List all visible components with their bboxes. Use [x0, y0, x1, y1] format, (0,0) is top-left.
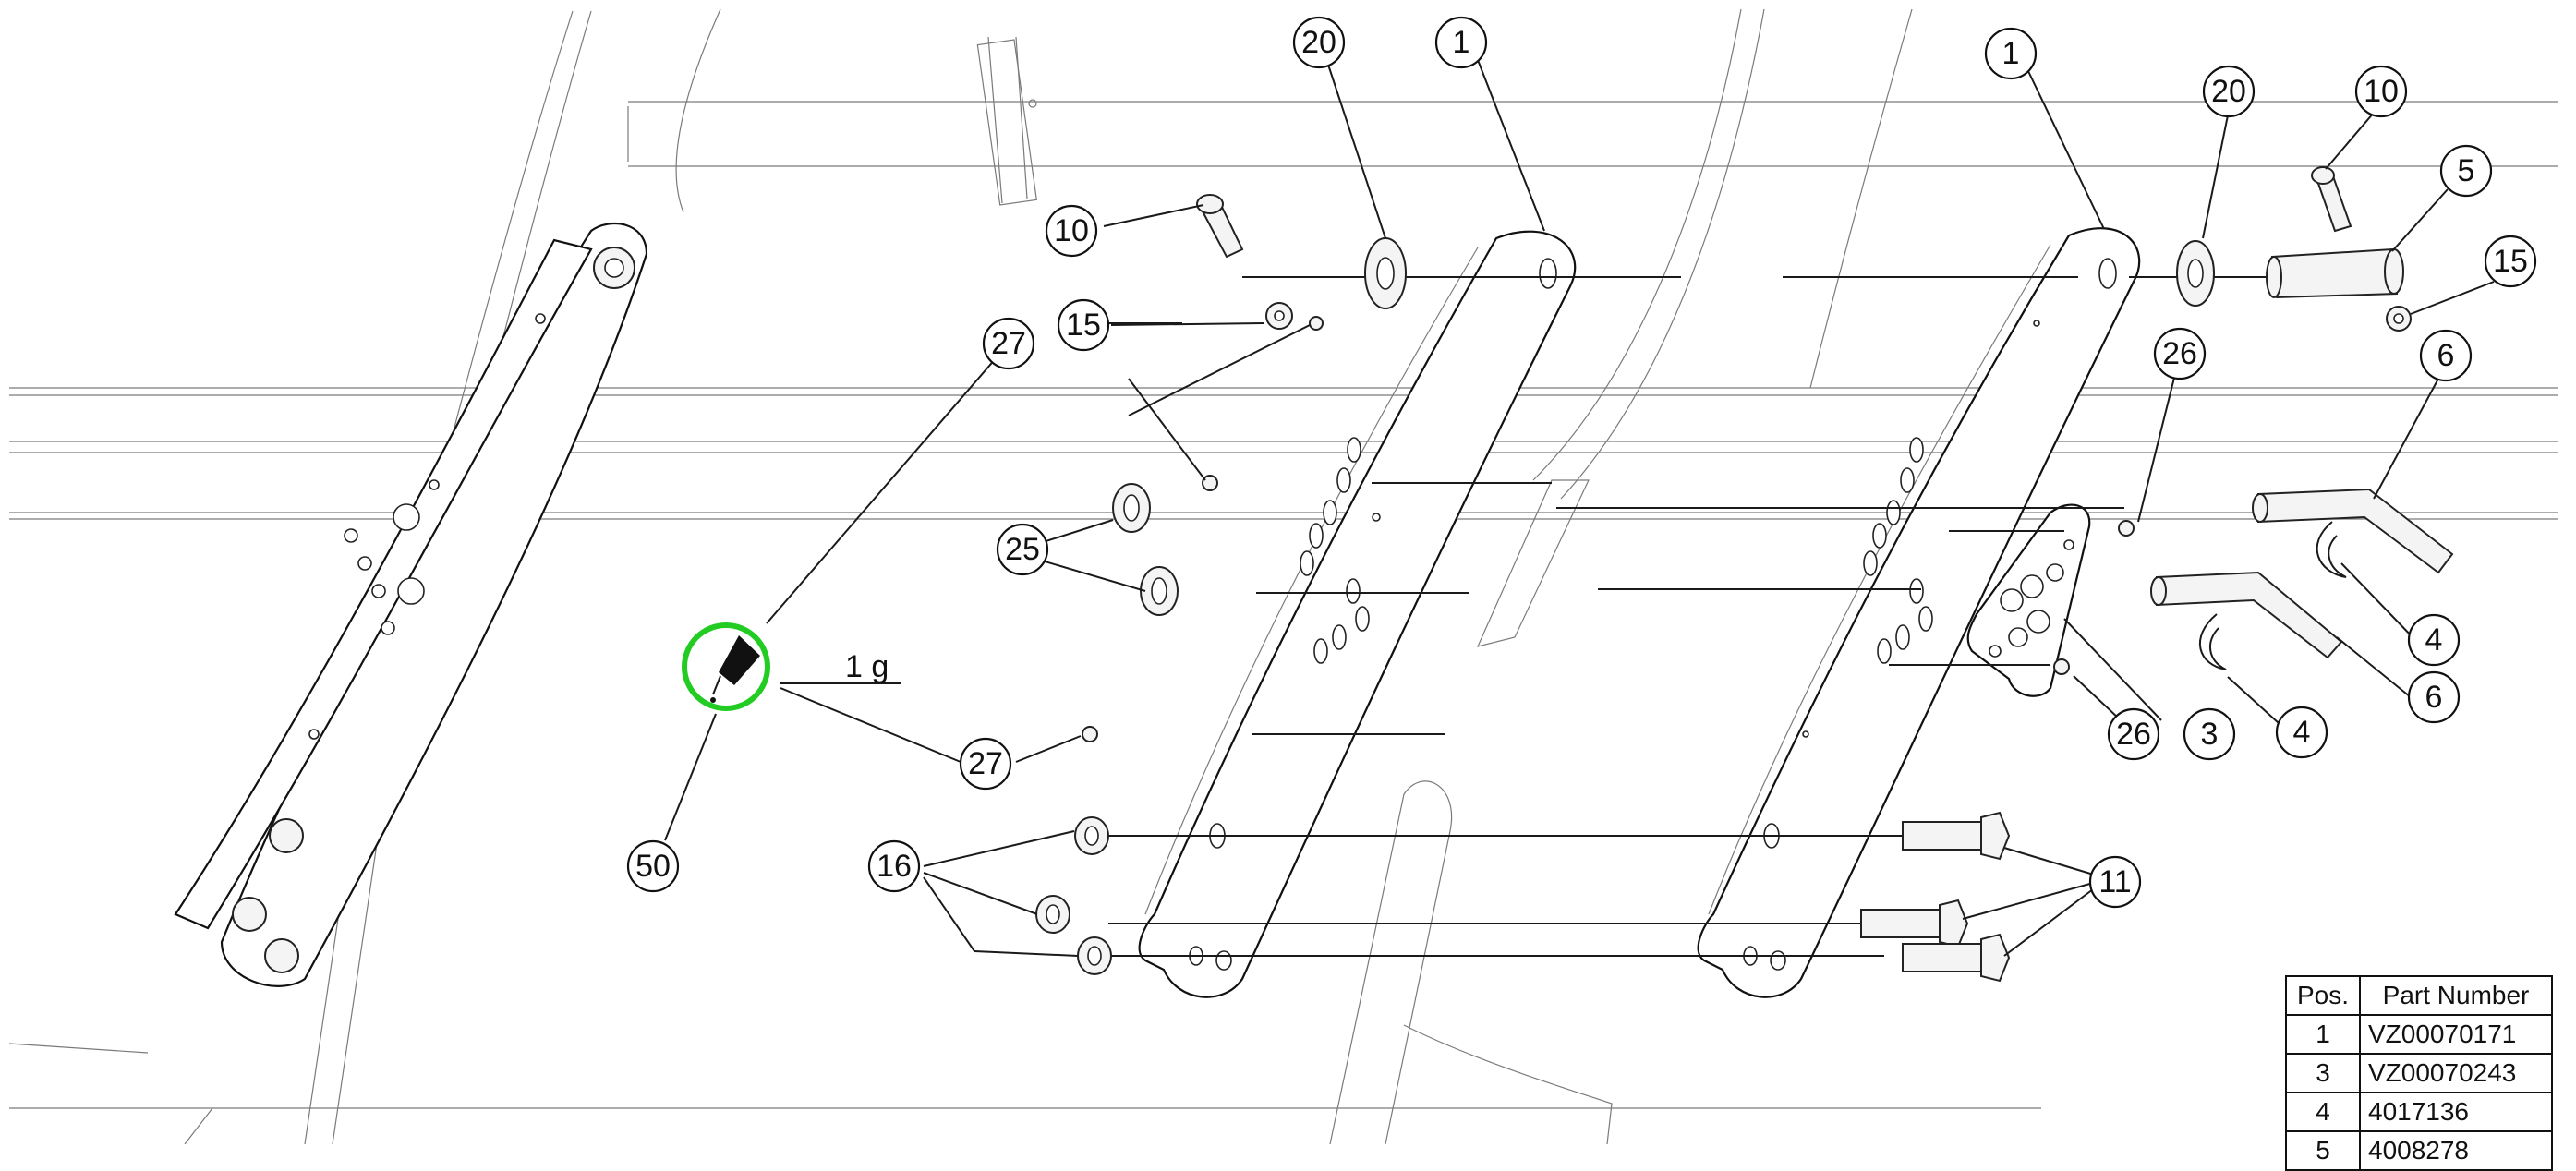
callout-4-bottom: 4 [2275, 706, 2328, 759]
row-pos: 5 [2285, 1130, 2361, 1171]
callout-5: 5 [2439, 144, 2493, 198]
callout-15-right: 15 [2484, 235, 2537, 288]
plate-part-1-right [1697, 227, 2141, 998]
callout-balloons: 20 1 1 20 10 5 15 10 15 27 26 6 25 4 6 2… [626, 16, 2537, 909]
parts-list-table: Pos. Part Number 1 VZ00070171 3 VZ000702… [2285, 975, 2553, 1171]
row-part-number: VZ00070171 [2359, 1014, 2553, 1055]
callout-15-middle: 15 [1057, 298, 1110, 352]
table-row: 1 VZ00070171 [2285, 1014, 2553, 1055]
svg-text:15: 15 [2493, 244, 2528, 279]
callout-16: 16 [867, 839, 921, 893]
callout-1-right: 1 [1984, 27, 2038, 80]
adhesive-tube-icon [719, 635, 760, 685]
row-part-number: 4017136 [2359, 1092, 2553, 1132]
table-row: 4 4017136 [2285, 1092, 2553, 1132]
svg-text:16: 16 [877, 849, 912, 884]
row-part-number: VZ00070243 [2359, 1053, 2553, 1093]
row-pos: 4 [2285, 1092, 2361, 1132]
parts-list-header-row: Pos. Part Number [2285, 975, 2553, 1016]
callout-50: 50 [626, 839, 680, 893]
svg-text:27: 27 [991, 326, 1026, 361]
svg-text:50: 50 [635, 849, 671, 884]
callout-25: 25 [996, 523, 1049, 576]
svg-text:25: 25 [1005, 532, 1040, 567]
callout-27-top: 27 [982, 317, 1035, 370]
svg-text:4: 4 [2425, 622, 2443, 658]
svg-text:11: 11 [2098, 864, 2131, 899]
adhesive-symbol: 1 g [682, 622, 901, 711]
svg-text:5: 5 [2458, 153, 2475, 188]
callout-20-right: 20 [2202, 65, 2256, 118]
adhesive-quantity: 1 g [845, 649, 889, 684]
callout-20-middle: 20 [1292, 16, 1346, 69]
callout-6-bottom: 6 [2407, 670, 2461, 724]
hardware-parts [1035, 166, 2454, 983]
header-part-number: Part Number [2359, 975, 2553, 1016]
svg-text:20: 20 [1301, 25, 1336, 60]
callout-3: 3 [2183, 707, 2236, 761]
svg-text:6: 6 [2437, 338, 2455, 373]
callout-10-right: 10 [2354, 65, 2408, 118]
table-row: 3 VZ00070243 [2285, 1053, 2553, 1093]
table-row: 5 4008278 [2285, 1130, 2553, 1171]
callout-27-bottom: 27 [959, 737, 1012, 791]
svg-text:1: 1 [2002, 36, 2020, 71]
exploded-assembly-drawing: 1 g 20 1 1 [8, 8, 2558, 1144]
svg-text:27: 27 [968, 746, 1003, 781]
svg-text:10: 10 [1054, 213, 1089, 248]
svg-text:26: 26 [2162, 336, 2197, 371]
header-pos: Pos. [2285, 975, 2361, 1016]
callout-4-top: 4 [2407, 613, 2461, 667]
svg-text:20: 20 [2211, 74, 2246, 109]
svg-text:10: 10 [2364, 74, 2399, 109]
callout-11: 11 [2088, 855, 2142, 909]
callout-26-bottom: 26 [2107, 707, 2160, 761]
plate-part-1-middle [1138, 230, 1577, 998]
row-part-number: 4008278 [2359, 1130, 2553, 1171]
callout-1-middle: 1 [1434, 16, 1488, 69]
callout-10-middle: 10 [1045, 204, 1098, 258]
index-plate-part-3 [1966, 503, 2091, 697]
svg-text:4: 4 [2293, 715, 2311, 750]
svg-text:6: 6 [2425, 680, 2443, 715]
callout-26-top: 26 [2153, 327, 2207, 380]
row-pos: 3 [2285, 1053, 2361, 1093]
svg-text:26: 26 [2116, 717, 2151, 752]
svg-text:15: 15 [1066, 308, 1101, 343]
svg-text:1: 1 [1453, 25, 1470, 60]
row-pos: 1 [2285, 1014, 2361, 1055]
svg-text:3: 3 [2201, 717, 2219, 752]
left-plate-assembly [174, 222, 648, 987]
callout-6-top: 6 [2419, 329, 2473, 382]
explosion-lines [1090, 276, 2272, 957]
